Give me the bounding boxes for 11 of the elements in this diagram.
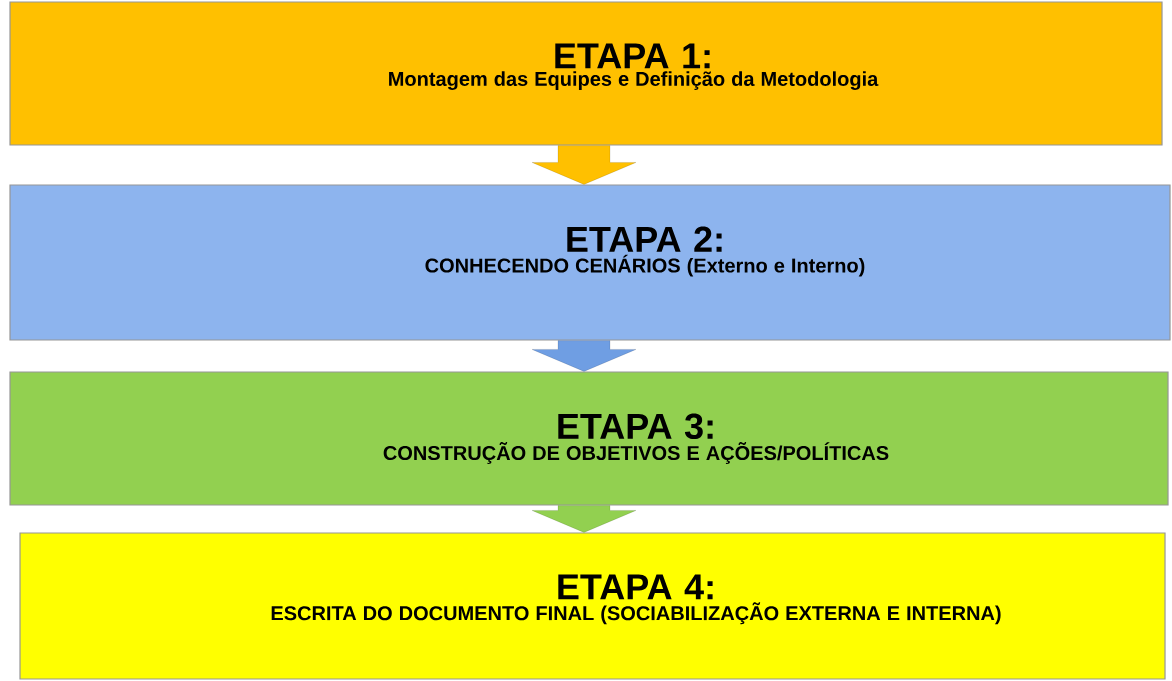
stage-text: ETAPA 4: ESCRITA DO DOCUMENTO FINAL (SOCIABILIZAÇÃO EXTERNA E INTERNA) bbox=[271, 574, 1001, 625]
stage-text: ETAPA 2: CONHECENDO CENÁRIOS (Externo e Interno) bbox=[425, 226, 865, 277]
arrow bbox=[531, 145, 637, 185]
stage-text: ETAPA 1: Montagem das Equipes e Definição da Metodologia bbox=[389, 43, 879, 91]
stage-box bbox=[9, 1, 1163, 146]
arrow bbox=[531, 505, 637, 533]
stage-box bbox=[9, 371, 1169, 506]
stage-box bbox=[19, 532, 1166, 680]
stage-box bbox=[9, 184, 1171, 341]
stage-text: ETAPA 3: CONSTRUÇÃO DE OBJETIVOS E AÇÕES/POLÍTICAS bbox=[383, 413, 889, 465]
arrow bbox=[531, 340, 637, 372]
